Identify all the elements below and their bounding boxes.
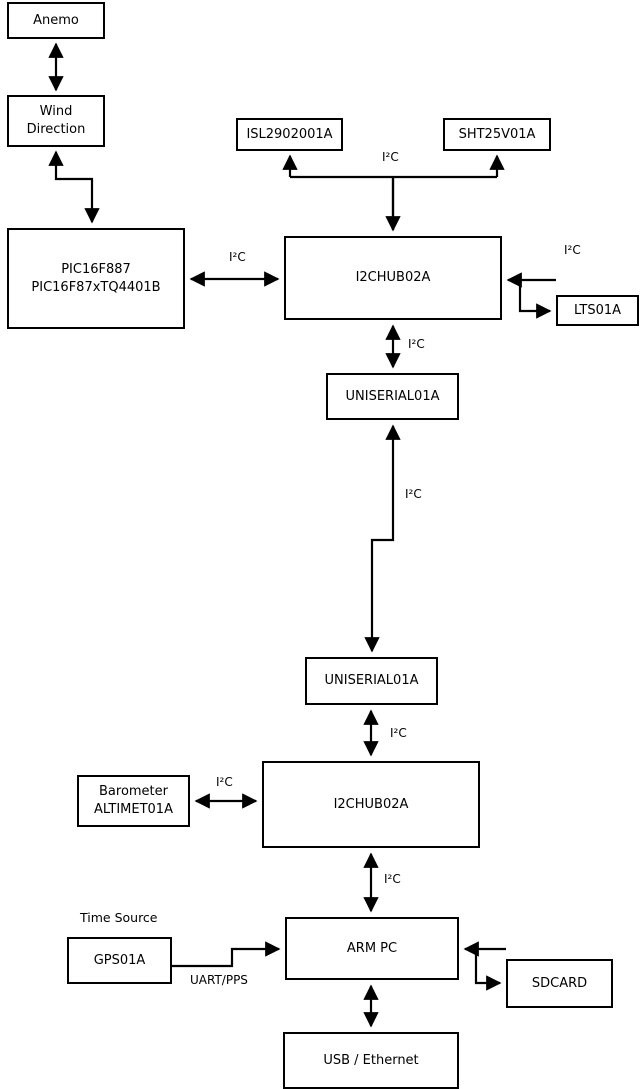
node-sdcard[interactable]: SDCARD (506, 959, 613, 1008)
node-uniserial01a-upper[interactable]: UNISERIAL01A (326, 373, 459, 420)
node-barometer-label: Barometer ALTIMET01A (94, 784, 173, 817)
node-i2chub02a-top[interactable]: I2CHUB02A (284, 236, 502, 320)
node-uniserial01a-upper-label: UNISERIAL01A (345, 388, 440, 404)
node-uniserial01a-lower[interactable]: UNISERIAL01A (305, 657, 438, 705)
edge-label-uart-pps: UART/PPS (189, 973, 249, 987)
edge-gps-armpc (172, 941, 281, 968)
node-gps01a[interactable]: GPS01A (67, 937, 172, 984)
node-sht25v01a-label: SHT25V01A (458, 126, 536, 142)
edge-wind-pic (48, 150, 100, 224)
node-wind-direction[interactable]: Wind Direction (7, 95, 105, 147)
node-anemo-label: Anemo (33, 12, 79, 28)
node-wind-direction-label: Wind Direction (26, 104, 86, 137)
node-anemo[interactable]: Anemo (7, 2, 105, 39)
edge-armpc-to-sdcard (474, 949, 502, 991)
edge-label-i2c-pic-hub: I²C (228, 250, 247, 264)
node-i2chub02a-bottom[interactable]: I2CHUB02A (262, 761, 480, 848)
edge-label-i2c-hub2-armpc: I²C (383, 872, 402, 886)
node-sht25v01a[interactable]: SHT25V01A (443, 118, 551, 151)
label-time-source: Time Source (80, 910, 158, 925)
node-arm-pc[interactable]: ARM PC (285, 917, 459, 980)
node-i2chub02a-bottom-label: I2CHUB02A (333, 796, 409, 812)
node-i2chub02a-top-label: I2CHUB02A (355, 270, 431, 286)
edge-label-i2c-hub-uniserial: I²C (407, 337, 426, 351)
node-isl2902001a-label: ISL2902001A (246, 126, 333, 142)
node-usb-ethernet[interactable]: USB / Ethernet (283, 1032, 459, 1089)
node-usb-ethernet-label: USB / Ethernet (323, 1052, 419, 1068)
node-isl2902001a[interactable]: ISL2902001A (236, 118, 343, 151)
node-pic-microcontroller[interactable]: PIC16F887 PIC16F87xTQ4401B (7, 228, 185, 329)
node-pic-label: PIC16F887 PIC16F87xTQ4401B (31, 261, 161, 295)
edge-hub-to-lts (518, 280, 552, 319)
node-arm-pc-label: ARM PC (346, 940, 398, 956)
edge-uniserial-link (364, 424, 401, 653)
edge-label-i2c-uniserial-link: I²C (404, 487, 423, 501)
edge-label-i2c-uniserial-hub2: I²C (389, 726, 408, 740)
node-lts01a[interactable]: LTS01A (556, 295, 639, 326)
node-uniserial01a-lower-label: UNISERIAL01A (324, 673, 419, 689)
node-barometer-altimet01a[interactable]: Barometer ALTIMET01A (77, 775, 190, 827)
node-sdcard-label: SDCARD (531, 975, 588, 991)
node-gps01a-label: GPS01A (93, 952, 146, 968)
edge-label-i2c-hub-lts: I²C (563, 243, 582, 257)
edge-label-i2c-barometer-hub2: I²C (215, 775, 234, 789)
edge-label-i2c-sensors-top: I²C (381, 150, 400, 164)
node-lts01a-label: LTS01A (573, 302, 622, 318)
